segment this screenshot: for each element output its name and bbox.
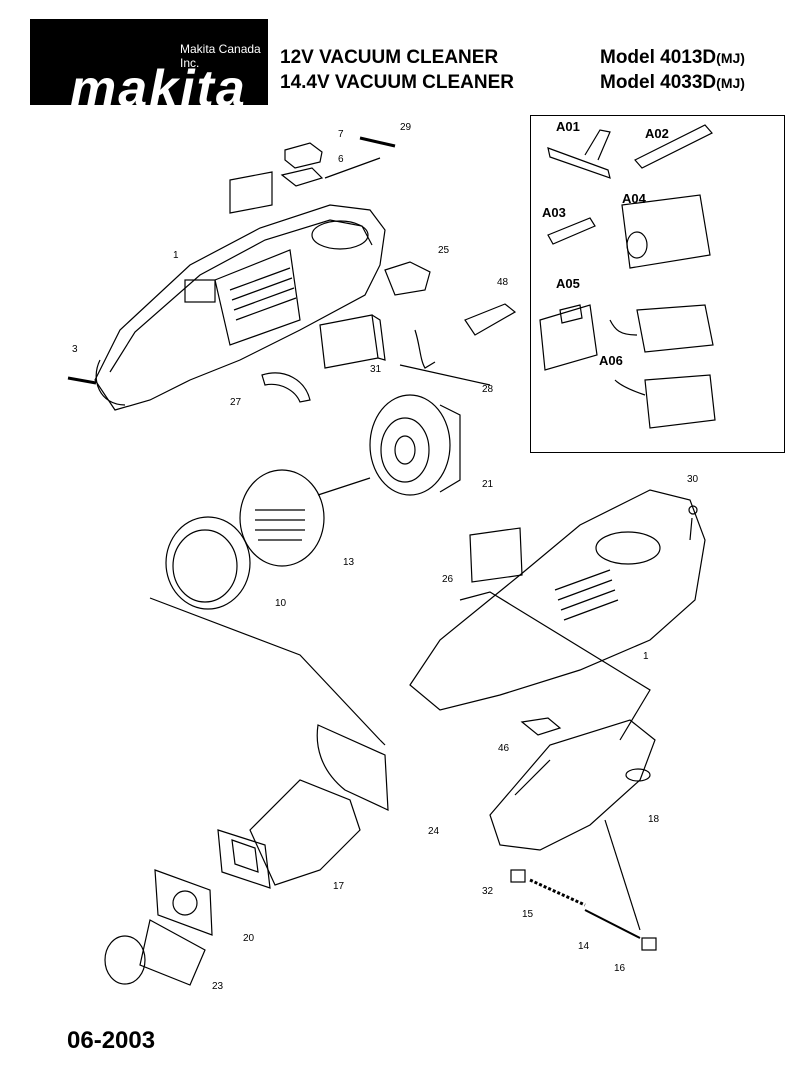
filter-cover: [239, 469, 325, 567]
model-number-2: Model 4033D: [600, 72, 717, 93]
label-a02: A02: [645, 126, 669, 141]
label-part-32: 32: [482, 886, 494, 897]
filter-bag: [217, 779, 361, 889]
accessory-labels: A01 A02 A03 A04 A05 A06: [542, 119, 669, 368]
label-part-14: 14: [578, 941, 590, 952]
model-suffix-2: (MJ): [716, 75, 745, 91]
label-a03: A03: [542, 205, 566, 220]
label-part-25: 25: [438, 245, 450, 256]
label-a06: A06: [599, 353, 623, 368]
model-title-2: Model 4033D(MJ): [600, 72, 745, 94]
filter-ring: [165, 516, 251, 610]
accessories-drawings: [539, 124, 716, 429]
company-name: Makita Canada Inc.: [180, 42, 261, 70]
lower-housing: [409, 489, 706, 711]
label-part-7: 7: [338, 129, 344, 140]
label-part-29: 29: [400, 122, 412, 133]
label-part-1-top: 1: [173, 250, 179, 261]
accessories-inset: [530, 115, 785, 453]
motor-fan: [369, 394, 461, 496]
label-part-6: 6: [338, 154, 344, 165]
dust-case: [489, 719, 656, 851]
revision-date: 06-2003: [67, 1027, 156, 1054]
label-a01: A01: [556, 119, 580, 134]
switch-assembly: [229, 142, 324, 214]
product-title-1: 12V VACUUM CLEANER: [280, 47, 499, 68]
label-part-30: 30: [687, 474, 699, 485]
label-part-18: 18: [648, 814, 660, 825]
label-part-3: 3: [72, 344, 78, 355]
label-a04: A04: [622, 191, 647, 206]
label-part-1-bottom: 1: [643, 651, 649, 662]
label-part-10: 10: [275, 598, 287, 609]
label-part-31: 31: [370, 364, 382, 375]
brand-wordmark: makita: [70, 60, 247, 118]
label-part-26: 26: [442, 574, 454, 585]
makita-logo: Makita Canada Inc. makita: [30, 19, 268, 115]
label-part-23: 23: [212, 981, 224, 992]
label-part-48: 48: [497, 277, 509, 288]
label-part-24: 24: [428, 826, 440, 837]
label-part-27: 27: [230, 397, 242, 408]
label-part-17: 17: [333, 881, 345, 892]
product-title-2: 14.4V VACUUM CLEANER: [280, 72, 515, 93]
part-labels: 1 3 6 7 29 25 48 31 28 27 21 30 13 10 26…: [72, 122, 699, 992]
label-a05: A05: [556, 276, 580, 291]
label-part-13: 13: [343, 557, 355, 568]
model-number-1: Model 4013D: [600, 47, 717, 68]
label-part-20: 20: [243, 933, 255, 944]
label-part-15: 15: [522, 909, 534, 920]
model-suffix-1: (MJ): [716, 50, 745, 66]
label-part-46: 46: [498, 743, 510, 754]
label-part-21: 21: [482, 479, 494, 490]
model-title-1: Model 4013D(MJ): [600, 47, 745, 69]
label-part-28: 28: [482, 384, 494, 395]
label-part-16: 16: [614, 963, 626, 974]
upper-housing: [94, 204, 386, 411]
